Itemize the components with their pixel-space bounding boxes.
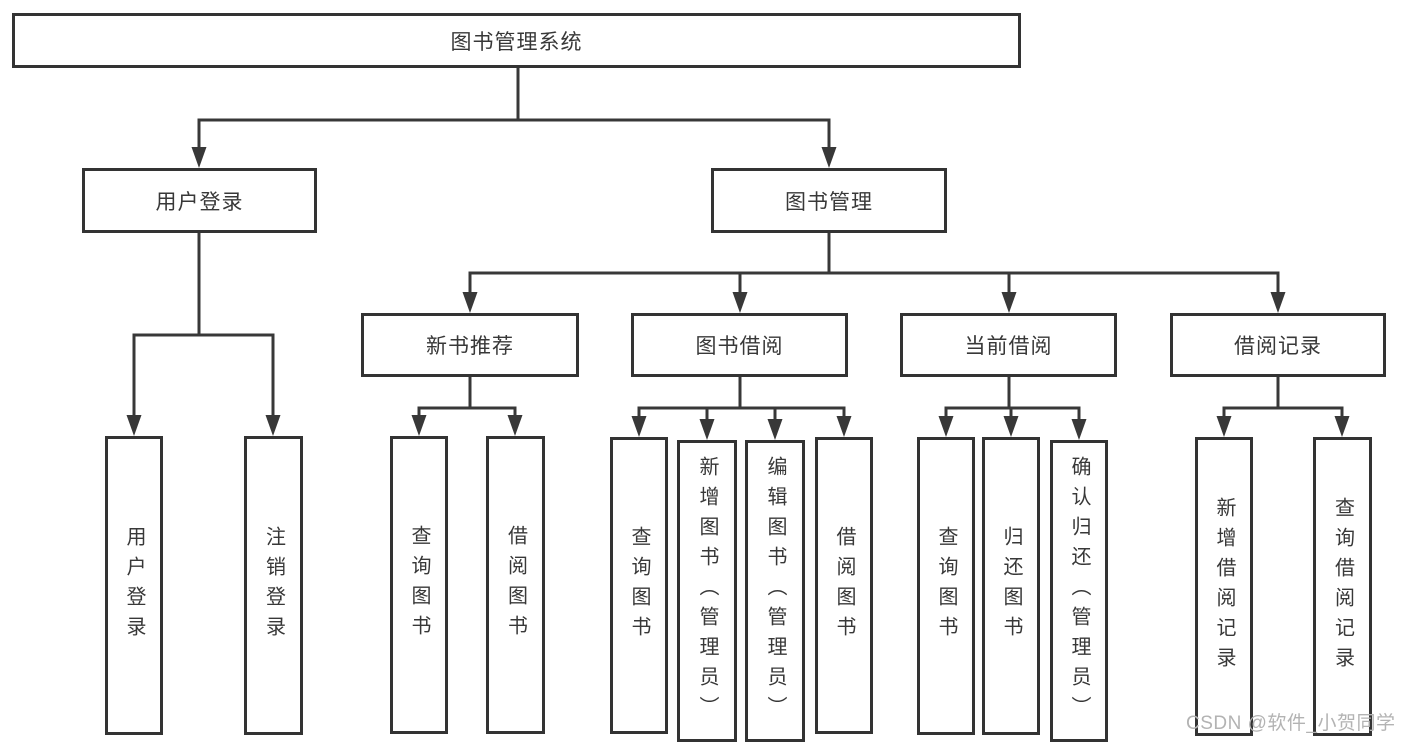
node-user-login-branch: 用户登录 [82,168,317,233]
arrowhead [191,147,207,168]
node-book-management-branch: 图书管理 [711,168,947,233]
arrowhead [938,416,954,437]
node-label: 新书推荐 [426,335,514,358]
node-library-management-system: 图书管理系统 [12,13,1021,68]
leaf-edit-books-admin: 编辑图书（管理员） [745,440,805,742]
node-label: 图书管理 [785,190,873,214]
arrowhead [1071,419,1087,440]
leaf-add-borrowing-record: 新增借阅记录 [1195,437,1253,736]
connector-root [197,66,831,160]
connector-book-management [468,231,1280,305]
arrowhead [462,292,478,313]
node-label: 注销登录 [262,525,285,646]
node-label: 查询图书 [935,526,957,646]
arrowhead [732,292,748,313]
leaf-query-books-borrowing: 查询图书 [610,437,668,734]
leaf-return-books: 归还图书 [982,437,1040,735]
node-borrowing-records: 借阅记录 [1170,313,1386,377]
node-label: 用户登录 [123,525,145,646]
arrowhead [699,419,715,440]
leaf-confirm-return-admin: 确认归还（管理员） [1050,440,1108,742]
node-label: 图书管理系统 [450,30,583,54]
connector-book-borrowing [637,375,846,432]
leaf-query-borrowing-record: 查询借阅记录 [1313,437,1372,736]
node-label: 借阅图书 [833,525,855,646]
node-label: 图书借阅 [695,335,784,358]
arrowhead [1334,416,1350,437]
node-label: 确认归还（管理员） [1068,456,1090,726]
arrowhead [1270,292,1286,313]
arrowhead [821,147,837,168]
leaf-query-books-current: 查询图书 [917,437,975,735]
arrowhead [507,415,523,436]
leaf-user-login: 用户登录 [105,436,163,735]
node-label: 归还图书 [1000,526,1022,646]
connector-borrowing-records [1222,375,1344,429]
leaf-borrow-books: 借阅图书 [815,437,873,734]
arrowhead [411,415,427,436]
connector-new-book-recommendation [417,375,517,428]
arrowhead [767,419,783,440]
node-label: 用户登录 [155,190,244,214]
node-label: 编辑图书（管理员） [764,456,786,726]
arrowhead [126,415,142,436]
node-label: 查询借阅记录 [1331,496,1354,677]
node-label: 当前借阅 [964,335,1053,358]
arrowhead [631,416,647,437]
arrowhead [265,415,281,436]
node-book-borrowing: 图书借阅 [631,313,848,377]
arrowhead [1216,416,1232,437]
leaf-logout: 注销登录 [244,436,303,735]
arrowhead [1003,416,1019,437]
node-label: 查询图书 [628,525,650,646]
leaf-borrow-books-recommendation: 借阅图书 [486,436,545,734]
watermark: CSDN @软件_小贺同学 [1186,713,1396,734]
node-label: 新增借阅记录 [1213,496,1235,677]
node-new-book-recommendation: 新书推荐 [361,313,579,377]
arrowhead [836,416,852,437]
node-label: 借阅图书 [504,525,527,645]
connector-user-login [132,231,275,428]
leaf-add-books-admin: 新增图书（管理员） [677,440,737,742]
node-label: 查询图书 [408,525,430,645]
arrowhead [1001,292,1017,313]
leaf-query-books-recommendation: 查询图书 [390,436,448,734]
node-label: 新增图书（管理员） [696,456,718,726]
node-label: 借阅记录 [1234,335,1322,358]
node-current-borrowing: 当前借阅 [900,313,1117,377]
